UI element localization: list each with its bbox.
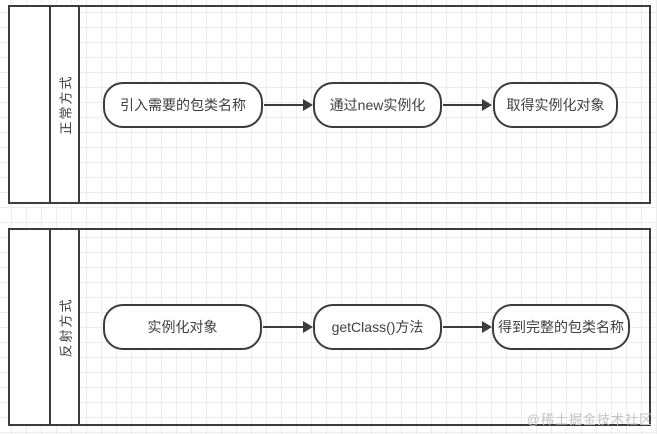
flow-node-label: 取得实例化对象 xyxy=(506,97,605,113)
lane-label-reflection: 反射方式 xyxy=(58,296,74,358)
flow-node-import-package: 引入需要的包类名称 xyxy=(103,82,263,128)
lane-label-normal: 正常方式 xyxy=(58,74,74,135)
flow-node-new-instance: 通过new实例化 xyxy=(313,82,442,128)
swimlane-normal: 正常方式 引入需要的包类名称 通过new实例化 取得实例化对象 xyxy=(8,5,651,204)
flow-node-label: 实例化对象 xyxy=(147,319,218,335)
flow-arrow xyxy=(443,99,492,111)
flow-node-label: 得到完整的包类名称 xyxy=(498,319,624,335)
flow-node-label: 引入需要的包类名称 xyxy=(120,97,246,113)
juejin-watermark: @稀土掘金技术社区 xyxy=(526,412,653,427)
lane-header-normal: 正常方式 xyxy=(51,7,80,202)
flow-node-getclass-method: getClass()方法 xyxy=(313,304,442,350)
flow-arrow xyxy=(443,321,492,333)
lane-header-reflection: 反射方式 xyxy=(51,230,80,424)
flow-arrow xyxy=(263,321,313,333)
flow-arrow xyxy=(264,99,313,111)
pool-header-cell xyxy=(10,7,51,202)
flow-node-get-instance: 取得实例化对象 xyxy=(493,82,618,128)
pool-header-cell xyxy=(10,230,51,424)
flow-node-full-package-name: 得到完整的包类名称 xyxy=(492,304,630,350)
flow-node-label: 通过new实例化 xyxy=(329,97,426,113)
flow-node-instance-object: 实例化对象 xyxy=(103,304,262,350)
swimlane-reflection: 反射方式 实例化对象 getClass()方法 得到完整的包类名称 xyxy=(8,228,651,426)
flow-node-label: getClass()方法 xyxy=(331,319,424,335)
